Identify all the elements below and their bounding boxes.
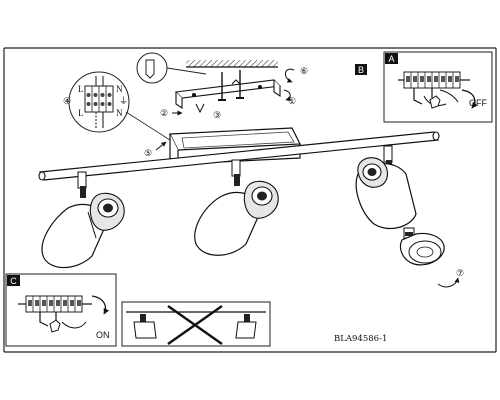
spot-small-right	[235, 314, 257, 339]
earth-symbol: ⏚	[119, 96, 128, 106]
step-6-marker: ⑥	[300, 66, 308, 76]
spot-head-1	[41, 171, 125, 269]
panel-a-tag: A	[388, 54, 394, 64]
panel-a: A OFF	[383, 51, 493, 123]
ceiling-surface	[186, 60, 278, 68]
panel-c-tag: C	[10, 276, 17, 286]
terminal-live-label-top: L	[78, 84, 84, 94]
switch-on-label: ON	[96, 330, 110, 340]
mounting-bracket	[174, 70, 282, 110]
terminal-block-detail: L N L N ⏚	[68, 71, 130, 133]
terminal-strip-c	[18, 295, 92, 327]
wall-plug-detail	[136, 52, 207, 84]
spot-small-left	[133, 314, 157, 339]
hand-icon	[429, 95, 441, 109]
terminal-neutral-label-top: N	[116, 84, 123, 94]
terminal-neutral-label-bottom: N	[116, 108, 123, 118]
panel-c: C ON	[5, 273, 117, 347]
step-7-marker: ⑦	[456, 268, 464, 278]
step-3-marker: ③	[213, 110, 221, 120]
cross-mark-icon	[167, 305, 223, 345]
step-4-marker: ④	[63, 96, 71, 106]
spot-head-3	[355, 145, 417, 229]
step-1-marker: ①	[288, 96, 296, 106]
switch-off-label: OFF	[469, 98, 487, 108]
spot-head-2	[194, 159, 279, 256]
terminal-live-label-bottom: L	[78, 108, 84, 118]
model-code: BLA94586-1	[334, 334, 387, 344]
panel-b-tag: B	[358, 65, 364, 75]
step-5-marker: ⑤	[144, 148, 152, 158]
step-2-marker: ②	[160, 108, 168, 118]
step-markers: ② ③ ① ⑥	[160, 66, 308, 120]
gu10-bulb	[399, 227, 445, 266]
hand-icon	[49, 319, 61, 333]
incorrect-mounting-panel	[121, 301, 271, 347]
terminal-strip-a	[398, 71, 470, 105]
spotlight-bar	[38, 131, 440, 181]
